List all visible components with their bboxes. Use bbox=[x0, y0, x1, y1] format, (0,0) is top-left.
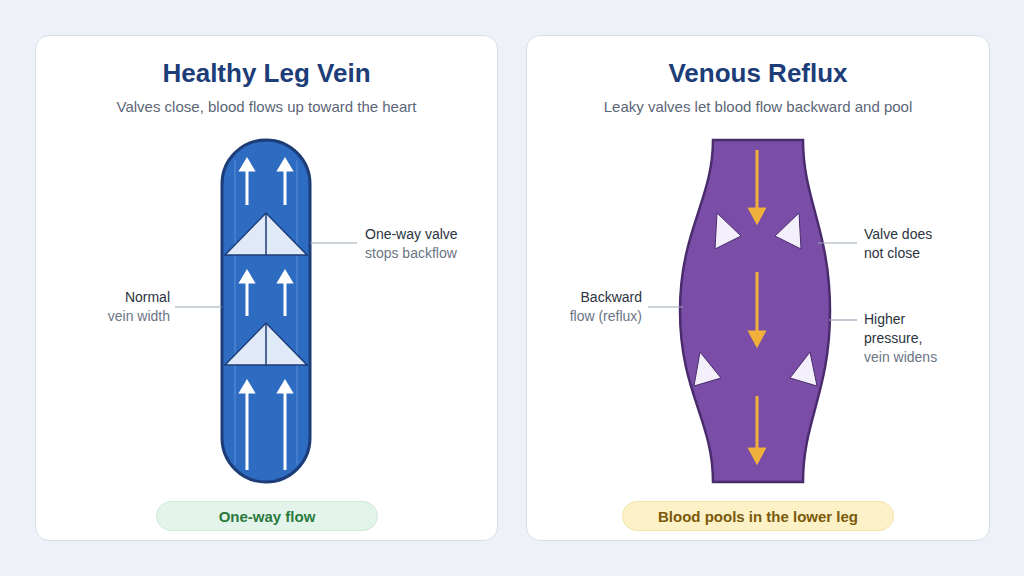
panel-card: Venous RefluxLeaky valves let blood flow… bbox=[526, 35, 990, 541]
callout-label: stops backflow bbox=[365, 244, 495, 263]
callout-label: vein widens bbox=[864, 348, 974, 367]
summary-pill: Blood pools in the lower leg bbox=[622, 501, 894, 531]
callout-label: vein width bbox=[50, 307, 170, 326]
pill-text: One-way flow bbox=[219, 508, 316, 525]
callout-label: Valve does not close bbox=[864, 225, 952, 263]
callout-label: Normal bbox=[50, 288, 170, 307]
callout-label: Higher pressure, bbox=[864, 310, 942, 348]
panel-subtitle: Valves close, blood flows up toward the … bbox=[36, 98, 497, 115]
panel-title: Healthy Leg Vein bbox=[36, 58, 497, 89]
callout-label: flow (reflux) bbox=[522, 307, 642, 326]
pill-text: Blood pools in the lower leg bbox=[658, 508, 858, 525]
panel-subtitle: Leaky valves let blood flow backward and… bbox=[527, 98, 989, 115]
panel-card: Healthy Leg VeinValves close, blood flow… bbox=[35, 35, 498, 541]
panel-title: Venous Reflux bbox=[527, 58, 989, 89]
callout-label: Backward bbox=[522, 288, 642, 307]
callout-label: One-way valve bbox=[365, 225, 495, 244]
summary-pill: One-way flow bbox=[156, 501, 378, 531]
